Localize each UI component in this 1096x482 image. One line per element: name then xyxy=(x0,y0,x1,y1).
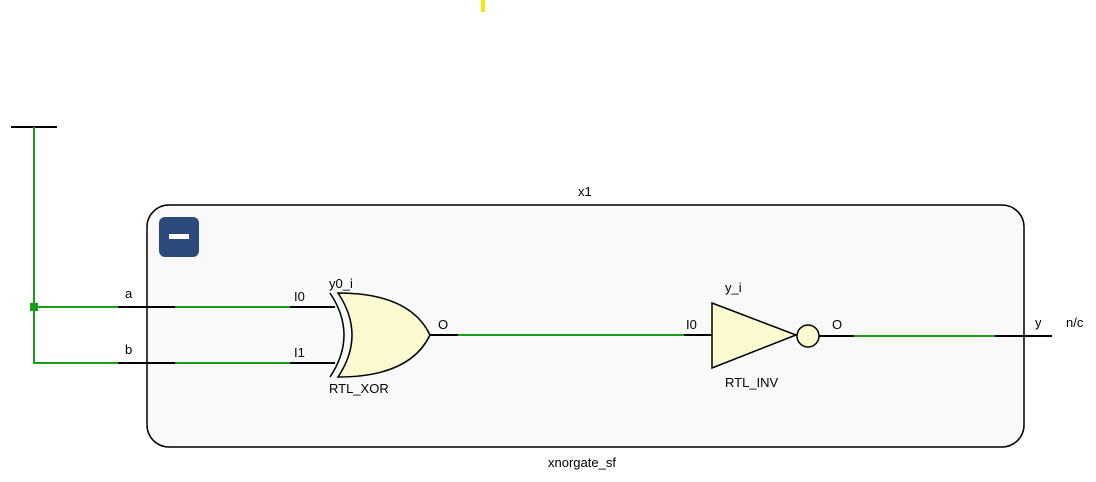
xor-type-label: RTL_XOR xyxy=(329,381,389,396)
net-junction xyxy=(30,303,38,311)
inv-gate-body[interactable] xyxy=(711,301,799,370)
minus-icon[interactable] xyxy=(169,234,189,239)
port-b-label: b xyxy=(125,342,132,357)
inv-pin-o-label: O xyxy=(832,317,842,332)
inv-gate-y-i[interactable] xyxy=(711,301,820,370)
module-xnorgate-sf[interactable] xyxy=(146,204,1025,448)
inv-pin-i0-label: I0 xyxy=(686,317,697,332)
module-box[interactable] xyxy=(146,204,1025,448)
xor-gate-body[interactable] xyxy=(336,292,431,378)
inv-type-label: RTL_INV xyxy=(725,375,779,390)
collapse-button[interactable] xyxy=(159,217,199,257)
inv-gate-bubble[interactable] xyxy=(796,324,820,348)
xor-pin-o-label: O xyxy=(438,317,448,332)
inv-instance-label: y_i xyxy=(725,280,742,295)
xor-gate-extra-arc[interactable] xyxy=(329,292,345,378)
xor-gate-y0-i[interactable] xyxy=(329,292,431,378)
port-y-label: y xyxy=(1035,315,1042,330)
xor-pin-i0-label: I0 xyxy=(294,289,305,304)
net-input-bus[interactable] xyxy=(33,127,118,364)
module-instance-name: x1 xyxy=(578,184,592,199)
xor-instance-label: y0_i xyxy=(329,276,353,291)
xor-pin-i1-label: I1 xyxy=(294,345,305,360)
module-type-name: xnorgate_sf xyxy=(548,455,616,470)
highlight-marker xyxy=(481,0,485,12)
port-y-status: n/c xyxy=(1066,315,1084,330)
port-a-label: a xyxy=(125,286,133,301)
